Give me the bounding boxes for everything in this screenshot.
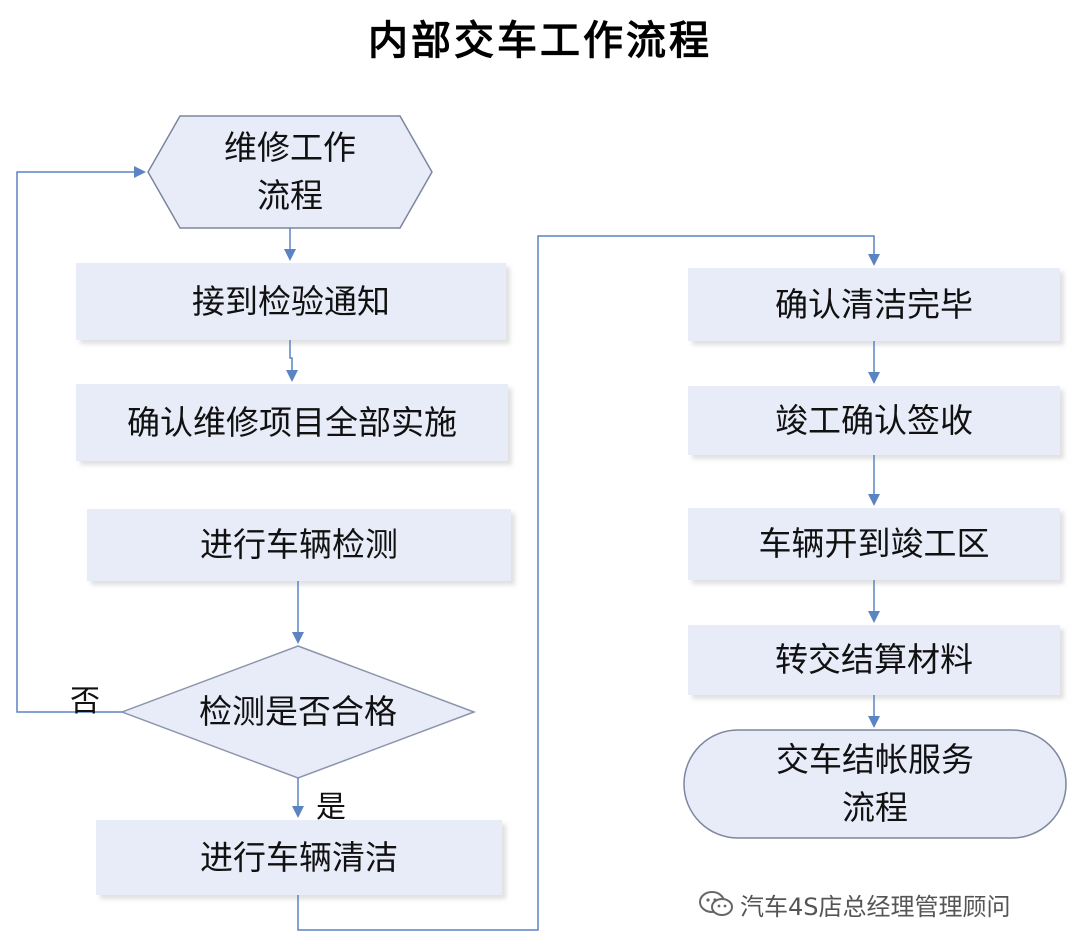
edge-cleaning-to-confirm-cleaning [297, 235, 880, 931]
watermark-text: 汽车4S店总经理管理顾问 [740, 892, 1011, 921]
confirm-repairs-box [76, 384, 508, 461]
end-node-shape [683, 729, 1067, 839]
end-node-label: 交车结帐服务 流程 [776, 740, 974, 827]
confirm-repairs-label: 确认维修项目全部实施 [127, 402, 457, 442]
confirm-cleaning-label: 确认清洁完毕 [775, 284, 973, 324]
edge-decision-no-loop [16, 166, 146, 713]
vehicle-inspection-box [87, 509, 511, 581]
receive-notice-box [76, 263, 506, 340]
receive-notice-label: 接到检验通知 [192, 281, 390, 321]
completion-signoff-box [688, 386, 1060, 455]
edge-notice-to-confirm [286, 340, 298, 382]
hand-over-materials-box [688, 625, 1060, 695]
drive-to-area-label: 车辆开到竣工区 [758, 524, 990, 563]
edge-label-yes: 是 [316, 790, 346, 825]
vehicle-cleaning-box [96, 820, 502, 895]
vehicle-inspection-label: 进行车辆检测 [200, 525, 398, 564]
drive-to-area-box [688, 508, 1060, 580]
completion-signoff-label: 竣工确认签收 [775, 400, 973, 440]
wechat-icon [699, 891, 733, 916]
confirm-cleaning-box [688, 268, 1060, 341]
start-node-label: 维修工作 流程 [224, 128, 356, 215]
decision-label: 检测是否合格 [199, 692, 397, 731]
vehicle-cleaning-label: 进行车辆清洁 [200, 837, 398, 877]
start-node-shape [147, 115, 433, 229]
watermark: 汽车4S店总经理管理顾问 [698, 884, 1011, 924]
edge-label-no: 否 [70, 684, 100, 719]
page-title: 内部交车工作流程 [368, 18, 712, 64]
hand-over-materials-label: 转交结算材料 [775, 640, 973, 679]
